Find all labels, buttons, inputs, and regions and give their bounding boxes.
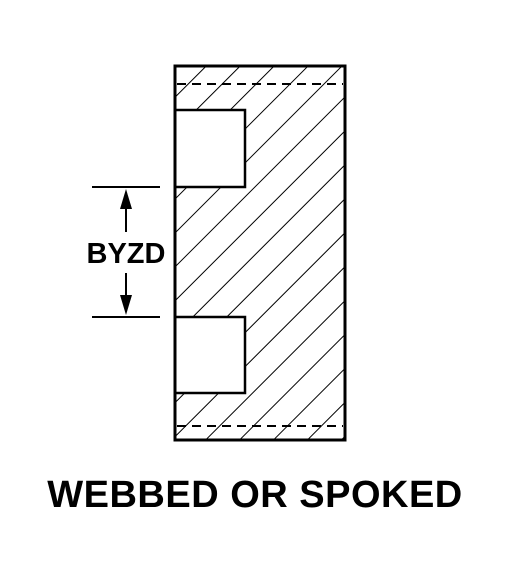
lower-slot-cutout bbox=[173, 315, 247, 395]
upper-slot-cutout bbox=[173, 108, 247, 189]
section-outline bbox=[173, 64, 347, 442]
up-arrowhead bbox=[120, 189, 132, 209]
diagram-caption: WEBBED OR SPOKED bbox=[47, 474, 463, 516]
down-arrowhead bbox=[120, 295, 132, 315]
dimension-label: BYZD bbox=[87, 238, 166, 270]
